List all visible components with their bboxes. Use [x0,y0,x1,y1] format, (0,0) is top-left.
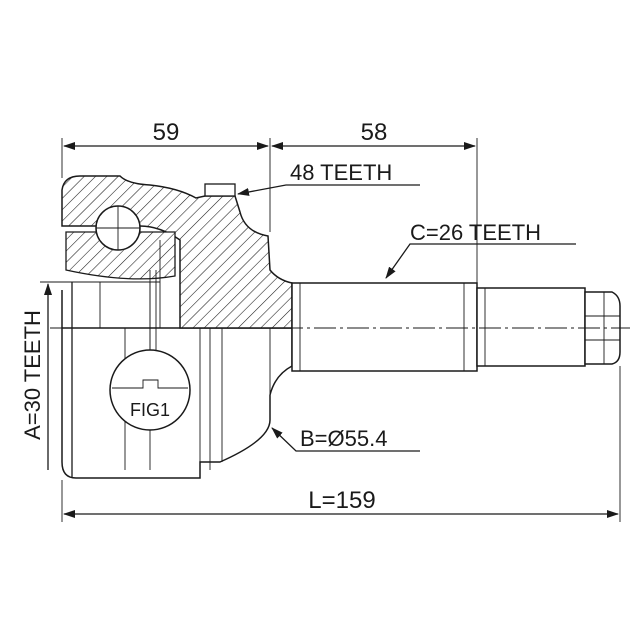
length-label: L=159 [308,487,375,514]
shaft-spline-label: C=26 TEETH [410,220,541,245]
dimension-59-label: 59 [153,119,180,146]
dimension-58-label: 58 [361,119,388,146]
leader-lines [237,184,576,452]
abs-tone-ring [204,183,236,197]
inner-spline-label: A=30 TEETH [20,310,45,440]
dimension-length [61,366,621,522]
shaft [291,282,621,372]
outer-teeth-label: 48 TEETH [290,160,392,185]
diameter-label: B=Ø55.4 [300,426,387,451]
dimension-inner-spline [40,281,100,470]
ball-bearing [95,205,141,251]
figure-label: FIG1 [130,400,170,420]
dimension-58 [271,138,478,283]
fig1-detail [109,270,191,431]
dimension-59 [61,138,271,232]
